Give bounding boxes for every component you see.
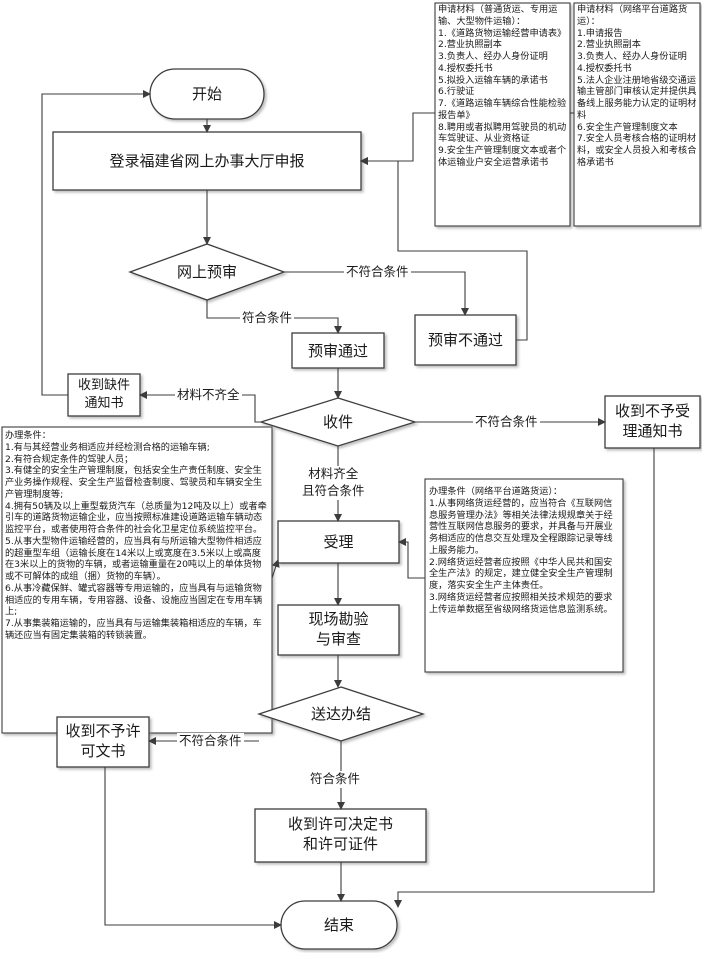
prereview-fail-shape [414, 314, 517, 366]
end-label: 结束 [323, 916, 354, 934]
list-item: 3.有健全的安全生产管理制度，包括安全生产责任制度、安全生产业务操作规程、安全生… [5, 465, 263, 500]
conditions-general-note: 办理条件： 1.有与其经营业务相适应并经检测合格的运输车辆; 2.有符合规定条件… [5, 430, 269, 732]
list-item: 6.从事冷藏保鲜、罐式容器等专用运输的，应当具有与运输货物相适应的专用车辆，专用… [5, 582, 263, 618]
deliver-label: 送达办结 [310, 705, 371, 723]
list-item: 5.拟投入运输车辆的承诺书 [438, 74, 548, 86]
edge-label-complete: 材料齐全 且符合条件 [300, 466, 367, 500]
list-item: 7.《道路运输车辆综合性能检验报告单》 [438, 98, 567, 121]
list-item: 4.拥有50辆及以上重型载货汽车（总质量为12吨及以上）或者牵引车的道路货物运输… [5, 500, 267, 536]
list-item: 6.行驶证 [438, 86, 475, 98]
list-item: 1.从事网络货运经营的，应当符合《互联网信息服务管理办法》等相关法律法规规章关于… [429, 497, 613, 556]
edge-label-incomplete: 材料不齐全 [175, 387, 242, 404]
list-item: 5.法人企业注册地省级交通运输主管部门审核认定并提供具备线上服务能力认定的证明材… [577, 74, 697, 121]
list-item: 1.《道路货物运输经营申请表》 [438, 27, 567, 39]
list-item: 5.从事大型物件运输经营的，应当具有与所运输大型物件相适应的超重型车组（运输长度… [5, 535, 262, 583]
missing-notice-shape [67, 373, 141, 417]
receive-label: 收件 [322, 413, 353, 431]
edge-nopermit-end [104, 767, 282, 929]
list-item: 3.负责人、经办人身份证明 [438, 51, 548, 63]
prereview-pass-label: 预审通过 [307, 342, 368, 360]
note-network-conditions-to-accept [398, 538, 425, 579]
materials-general-note: 申请材料（普通货运、专用运输、大型物件运输）： 1.《道路货物运输经营申请表》 … [438, 4, 568, 224]
edge-label-not-meet-3: 不符合条件 [177, 733, 244, 750]
prereview-pass-shape [291, 332, 385, 369]
accept-shape [277, 520, 400, 564]
edge-reject-end [394, 448, 655, 908]
conditions-network-title: 办理条件（网络平台道路货运）： [429, 486, 563, 497]
inspection-label: 现场勘验 与审查 [308, 610, 369, 649]
list-item: 1.申请报告 [577, 27, 623, 39]
conditions-general-title: 办理条件： [5, 430, 51, 441]
edge-label-not-meet-1: 不符合条件 [344, 264, 411, 281]
online-review-label: 网上预审 [176, 263, 237, 281]
list-item: 2.网络货运经营者应按照《中华人民共和国安全生产法》的规定，建立健全安全生产管理… [429, 556, 613, 592]
list-item: 2.有符合规定条件的驾驶人员； [5, 453, 134, 465]
materials-general-title: 申请材料（普通货运、专用运输、大型物件运输）： [438, 4, 558, 27]
list-item: 7.安全人员考核合格的证明材料，或安全人员投入和考核合格承诺书 [577, 133, 697, 168]
inspection-shape [277, 604, 400, 656]
list-item: 3.网络货运经营者应按照相关技术规范的要求上传运单数据至省级网络货运信息监测系统… [429, 591, 613, 615]
prereview-fail-label: 预审不通过 [427, 331, 503, 349]
list-item: 9.安全生产管理制度文本或者个体运输业户安全运营承诺书 [438, 145, 567, 168]
list-item: 4.授权委托书 [438, 62, 493, 74]
list-item: 1.有与其经营业务相适应并经检测合格的运输车辆; [5, 441, 210, 453]
start-label: 开始 [191, 85, 222, 103]
conditions-network-note: 办理条件（网络平台道路货运）： 1.从事网络货运经营的，应当符合《互联网信息服务… [429, 486, 620, 670]
list-item: 3.负责人、经办人身份证明 [577, 51, 687, 63]
note-materials-to-login [360, 112, 435, 165]
missing-notice-label: 收到缺件 通知书 [77, 378, 130, 411]
login-label: 登录福建省网上办事大厅申报 [109, 152, 305, 170]
list-item: 2.营业执照副本 [577, 39, 641, 51]
list-item: 6.安全生产管理制度文本 [577, 121, 678, 133]
materials-general-box [434, 2, 571, 227]
reject-notice-label: 收到不予受 理通知书 [614, 402, 690, 441]
edge-missing-start [41, 90, 151, 396]
materials-network-title: 申请材料（网络平台道路货运）： [577, 4, 688, 27]
list-item: 7.从事集装箱运输的，应当具有与运输集装箱相适应的车辆，车辆还应当有固定集装箱的… [5, 618, 262, 642]
conditions-general-box [1, 426, 273, 734]
no-permit-shape [56, 716, 150, 768]
no-permit-label: 收到不予许 可文书 [65, 722, 141, 761]
edge-label-not-meet-2: 不符合条件 [473, 414, 540, 431]
list-item: 2.营业执照副本 [438, 39, 502, 51]
materials-network-note: 申请材料（网络平台道路货运）： 1.申请报告 2.营业执照副本 3.负责人、经办… [577, 4, 698, 224]
reject-notice-shape [604, 395, 701, 449]
edge-label-meet-1: 符合条件 [240, 310, 295, 327]
conditions-network-box [424, 478, 624, 673]
edge-label-meet-3: 符合条件 [308, 771, 363, 788]
materials-network-box [573, 2, 701, 227]
list-item: 8.聘用或者拟聘用驾驶员的机动车驾驶证、从业资格证 [438, 121, 567, 145]
permit-shape [254, 808, 427, 863]
accept-label: 受理 [323, 533, 354, 551]
list-item: 4.授权委托书 [577, 62, 632, 74]
note-conditions-to-accept [271, 559, 280, 579]
permit-label: 收到许可决定书 和许可证件 [287, 815, 393, 854]
